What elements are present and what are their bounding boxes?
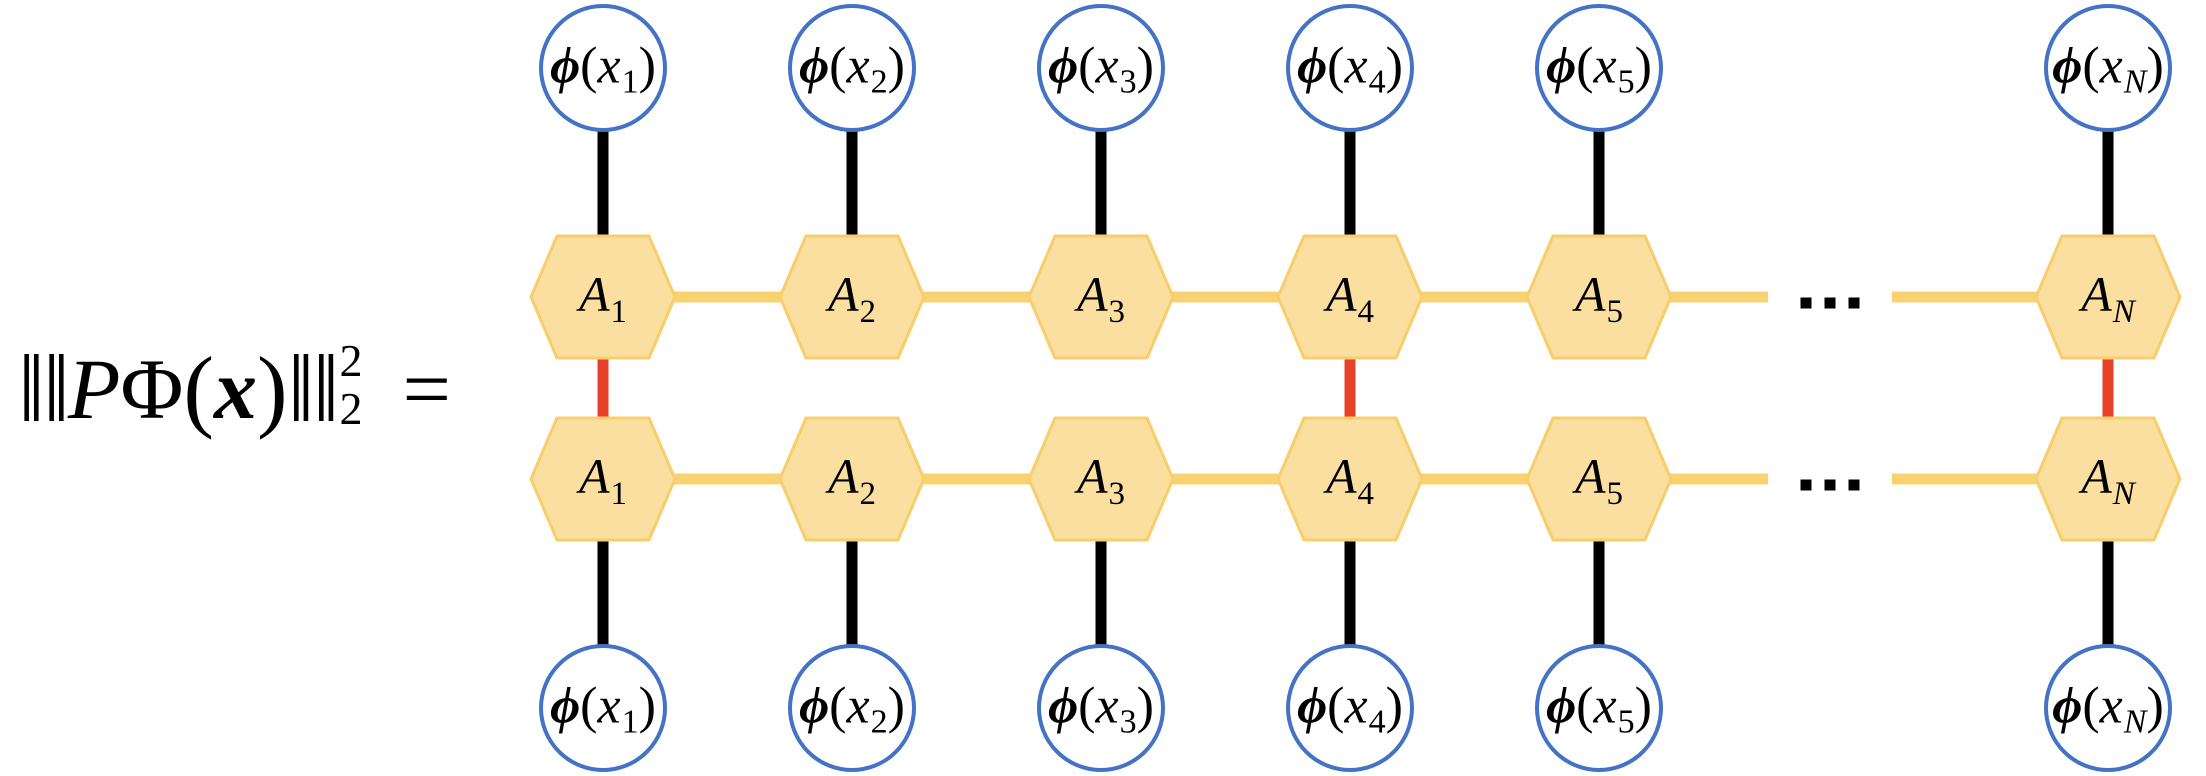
tensor-hexagon-A-bottom-4[interactable]: [1276, 416, 1424, 542]
feature-circle-phi-bottom-3[interactable]: [1037, 644, 1165, 772]
tensor-hexagon-A-top-3[interactable]: [1027, 234, 1175, 360]
feature-circle-phi-bottom-N[interactable]: [2044, 644, 2172, 772]
feature-circle-phi-top-1[interactable]: [539, 4, 667, 132]
feature-circle-phi-top-5[interactable]: [1535, 4, 1663, 132]
tensor-hexagon-A-top-N[interactable]: [2034, 234, 2182, 360]
bond-link-group: [672, 291, 2039, 485]
tensor-hexagon-A-bottom-1[interactable]: [529, 416, 677, 542]
feature-circle-phi-bottom-2[interactable]: [788, 644, 916, 772]
tensor-hexagon-A-bottom-3[interactable]: [1027, 416, 1175, 542]
tensor-hexagon-A-top-4[interactable]: [1276, 234, 1424, 360]
hexagon-node-group: [529, 234, 2182, 542]
contraction-link-group: [597, 356, 2114, 420]
feature-circle-phi-bottom-4[interactable]: [1286, 644, 1414, 772]
tensor-hexagon-A-top-5[interactable]: [1525, 234, 1673, 360]
feature-circle-phi-bottom-5[interactable]: [1535, 644, 1663, 772]
tensor-hexagon-A-top-2[interactable]: [778, 234, 926, 360]
circle-node-group: [539, 4, 2172, 772]
feature-circle-phi-top-N[interactable]: [2044, 4, 2172, 132]
feature-circle-phi-bottom-1[interactable]: [539, 644, 667, 772]
tensor-hexagon-A-bottom-2[interactable]: [778, 416, 926, 542]
tensor-hexagon-A-bottom-5[interactable]: [1525, 416, 1673, 542]
feature-circle-phi-top-2[interactable]: [788, 4, 916, 132]
physical-link-group: [597, 128, 2114, 648]
tensor-hexagon-A-top-1[interactable]: [529, 234, 677, 360]
tensor-hexagon-A-bottom-N[interactable]: [2034, 416, 2182, 542]
feature-circle-phi-top-4[interactable]: [1286, 4, 1414, 132]
feature-circle-phi-top-3[interactable]: [1037, 4, 1165, 132]
